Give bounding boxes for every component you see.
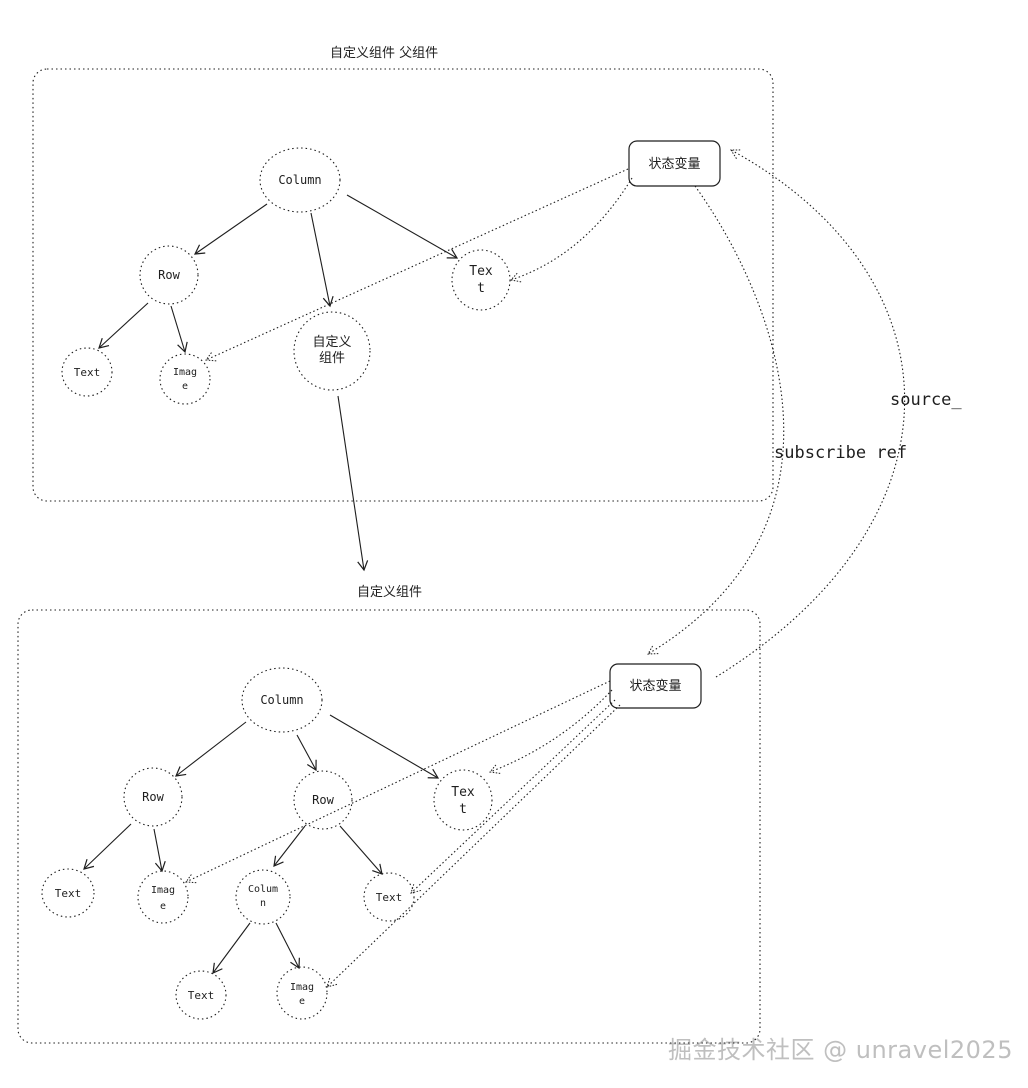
parent-column-node xyxy=(259,147,341,213)
child-edge-row-mid-text xyxy=(339,825,383,875)
child-image-left-node xyxy=(137,870,189,924)
edge-label-source: source_ xyxy=(890,390,962,410)
child-image-bottom-label-2: e xyxy=(299,996,305,1007)
child-component-frame xyxy=(17,609,761,1044)
parent-edge-custom-child xyxy=(337,395,369,572)
parent-image-node xyxy=(159,353,211,405)
child-state-to-image-bottom xyxy=(326,704,621,988)
child-image-bottom-node xyxy=(276,966,328,1020)
parent-row-label: Row xyxy=(158,268,180,282)
parent-edge-column-row xyxy=(193,203,268,255)
child-column-small-node xyxy=(235,869,291,925)
child-text-right-label-1: Tex xyxy=(451,785,475,800)
parent-text-left-node xyxy=(61,347,113,397)
parent-component-frame xyxy=(32,68,774,502)
child-edge-column-row-mid xyxy=(296,734,317,772)
child-text-mid-label: Text xyxy=(376,891,403,904)
parent-state-to-image xyxy=(205,168,629,362)
parent-row-node xyxy=(139,245,199,305)
parent-column-label: Column xyxy=(278,173,321,187)
parent-custom-label-2: 组件 xyxy=(319,351,345,366)
child-frame-title: 自定义组件 xyxy=(357,585,423,600)
child-text-mid-node xyxy=(363,872,415,922)
child-image-bottom-label-1: Imag xyxy=(290,982,314,993)
parent-text-right-label-2: t xyxy=(477,281,485,296)
child-edge-column-small-image xyxy=(275,922,300,970)
child-state-to-text-mid xyxy=(410,699,616,894)
child-state-box xyxy=(609,663,702,709)
parent-text-left-label: Text xyxy=(74,366,101,379)
parent-custom-node xyxy=(293,311,371,391)
parent-edge-column-custom xyxy=(310,212,334,308)
parent-image-label-2: e xyxy=(182,381,188,392)
child-edge-row-left-text xyxy=(83,823,132,870)
child-state-source xyxy=(715,149,906,678)
child-edge-column-row-left xyxy=(175,721,247,777)
child-edge-row-left-image xyxy=(153,828,166,873)
child-text-left-label: Text xyxy=(55,887,82,900)
child-text-left-node xyxy=(41,868,95,918)
child-state-label: 状态变量 xyxy=(629,678,681,694)
child-edge-row-mid-column xyxy=(273,825,306,867)
child-column-label: Column xyxy=(260,693,303,707)
parent-frame-title: 自定义组件 父组件 xyxy=(330,46,439,61)
child-state-to-image-left xyxy=(185,680,611,884)
parent-edge-column-text xyxy=(346,194,459,259)
child-image-left-label-2: e xyxy=(160,901,166,912)
child-image-left-label-1: Imag xyxy=(151,885,175,896)
child-row-mid-node xyxy=(293,770,353,830)
parent-edge-row-text xyxy=(98,302,149,349)
child-column-node xyxy=(241,667,323,733)
child-row-mid-label: Row xyxy=(312,793,334,807)
child-text-right-node xyxy=(433,769,493,831)
child-text-bottom-node xyxy=(175,970,227,1020)
child-column-small-label-2: n xyxy=(260,898,266,909)
parent-state-label: 状态变量 xyxy=(648,156,700,172)
parent-state-box xyxy=(628,140,721,187)
child-text-bottom-label: Text xyxy=(188,989,215,1002)
parent-edge-row-image xyxy=(170,305,188,354)
child-text-right-label-2: t xyxy=(459,802,467,817)
parent-text-right-node xyxy=(451,249,511,311)
edge-label-subscribe-ref: subscribe ref xyxy=(774,443,908,463)
parent-state-to-text xyxy=(510,177,633,283)
child-row-left-node xyxy=(123,767,183,827)
child-column-small-label-1: Colum xyxy=(248,884,278,895)
parent-state-subscribe-ref xyxy=(647,185,785,655)
child-edge-column-small-text xyxy=(212,922,251,974)
watermark: 掘金技术社区 @ unravel2025 xyxy=(668,1036,1013,1064)
parent-custom-label-1: 自定义 xyxy=(312,335,351,350)
child-row-left-label: Row xyxy=(142,790,164,804)
parent-image-label-1: Imag xyxy=(173,367,197,378)
child-edge-column-text xyxy=(329,714,440,779)
child-state-to-text-right xyxy=(489,689,613,774)
parent-text-right-label-1: Tex xyxy=(469,264,493,279)
